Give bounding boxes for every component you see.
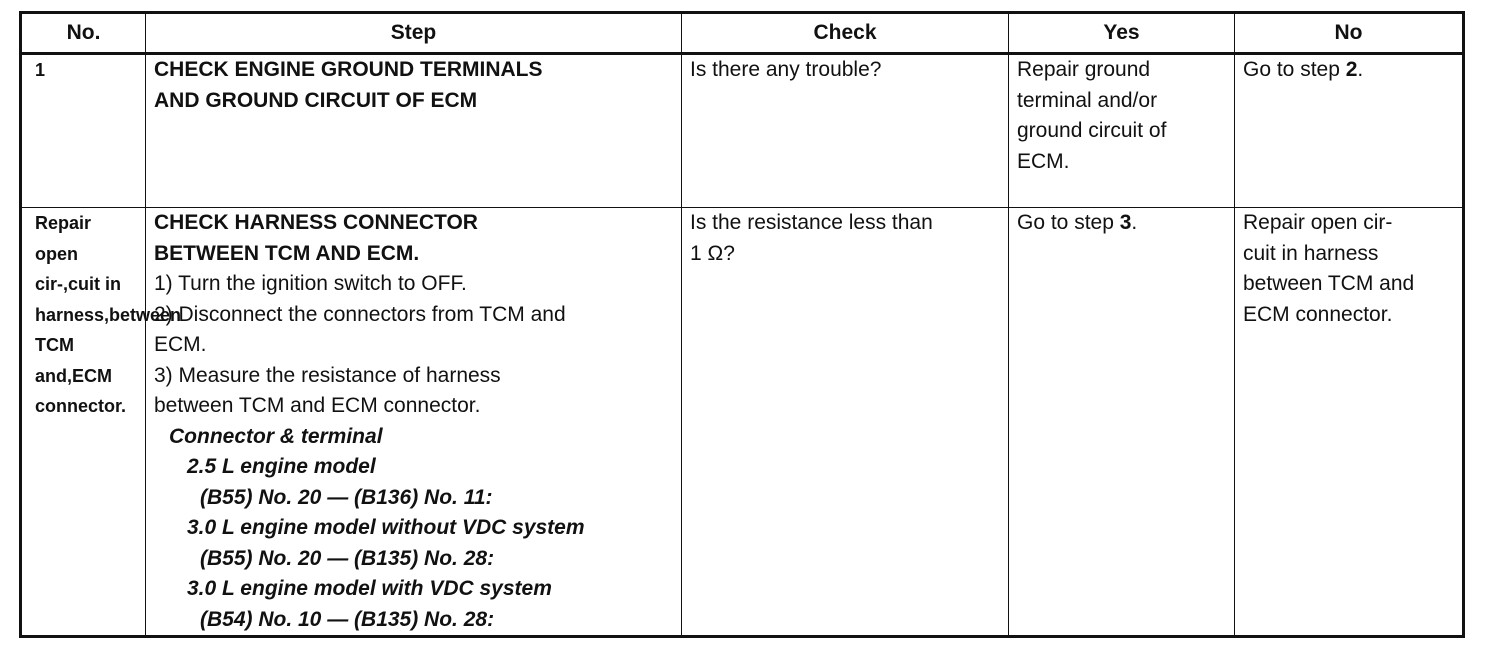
procedure-line: 3) Measure the resistance of harness xyxy=(154,363,501,387)
procedure-line: ECM. xyxy=(154,333,207,356)
check-cell: Is the resistance less than 1 Ω? xyxy=(681,207,1009,637)
yes-text: Go to step xyxy=(1017,211,1120,234)
yes-line: Repair ground xyxy=(1017,58,1151,81)
step-number: 1 xyxy=(20,53,146,208)
no-cell: Go to step 2. xyxy=(1234,53,1464,208)
yes-line: ECM. xyxy=(1017,149,1070,173)
table-row: 1 CHECK ENGINE GROUND TERMINALS AND GROU… xyxy=(20,53,1464,208)
header-yes: Yes xyxy=(1008,12,1235,54)
step-title-line: CHECK HARNESS CONNECTOR xyxy=(154,211,478,234)
header-step: Step xyxy=(145,12,682,54)
step-reference: 3 xyxy=(1119,211,1132,234)
step-title-line: CHECK ENGINE GROUND TERMINALS xyxy=(154,58,543,81)
procedure-line: 1) Turn the ignition switch to OFF. xyxy=(154,272,467,295)
terminal-spec: (B55) No. 20 — (B136) No. 11: xyxy=(200,485,493,509)
header-check: Check xyxy=(681,12,1009,54)
no-text: Go to step xyxy=(1243,58,1346,81)
header-no: No. xyxy=(20,12,146,54)
header-no-result: No xyxy=(1234,12,1464,54)
procedure-line: between TCM and ECM connector. xyxy=(154,394,481,417)
connector-terminal-heading: Connector & terminal xyxy=(169,424,383,448)
engine-model-label: 3.0 L engine model with VDC system xyxy=(187,577,552,600)
header-row: No. Step Check Yes No xyxy=(20,12,1464,54)
terminal-spec: (B54) No. 10 — (B135) No. 28: xyxy=(200,607,495,631)
engine-model-label: 3.0 L engine model without VDC system xyxy=(187,516,585,539)
no-line: cuit in harness xyxy=(1243,241,1379,265)
no-line: Repair open cir- xyxy=(1243,211,1393,234)
table-row: Repair open cir-,cuit in harness,between… xyxy=(20,207,1464,637)
no-cell: Repair open cir- cuit in harness between… xyxy=(1234,207,1464,637)
no-text-suffix: . xyxy=(1357,58,1364,81)
yes-cell: Repair ground terminal and/or ground cir… xyxy=(1008,53,1235,208)
yes-line: terminal and/or xyxy=(1017,88,1158,112)
step-cell: CHECK ENGINE GROUND TERMINALS AND GROUND… xyxy=(145,53,682,208)
step-title-line: BETWEEN TCM AND ECM. xyxy=(154,241,420,265)
diagnostic-table: No. Step Check Yes No 1 CHECK ENGINE GRO… xyxy=(19,11,1465,638)
no-line: ECM connector. xyxy=(1243,302,1393,326)
terminal-spec: (B55) No. 20 — (B135) No. 28: xyxy=(200,546,495,570)
no-line: between TCM and xyxy=(1243,272,1415,295)
check-line: 1 Ω? xyxy=(690,241,735,265)
step-cell: CHECK HARNESS CONNECTOR BETWEEN TCM AND … xyxy=(145,207,682,637)
procedure-line: 2) Disconnect the connectors from TCM an… xyxy=(154,302,566,326)
yes-cell: Go to step 3. xyxy=(1008,207,1235,637)
yes-line: ground circuit of xyxy=(1017,119,1167,142)
step-title-line: AND GROUND CIRCUIT OF ECM xyxy=(154,88,478,112)
step-number: Repair open cir-,cuit in harness,between… xyxy=(20,207,181,637)
engine-model-label: 2.5 L engine model xyxy=(187,455,376,478)
check-cell: Is there any trouble? xyxy=(681,53,1009,208)
check-line: Is the resistance less than xyxy=(690,211,933,234)
yes-text-suffix: . xyxy=(1131,211,1138,234)
step-reference: 2 xyxy=(1345,58,1358,81)
